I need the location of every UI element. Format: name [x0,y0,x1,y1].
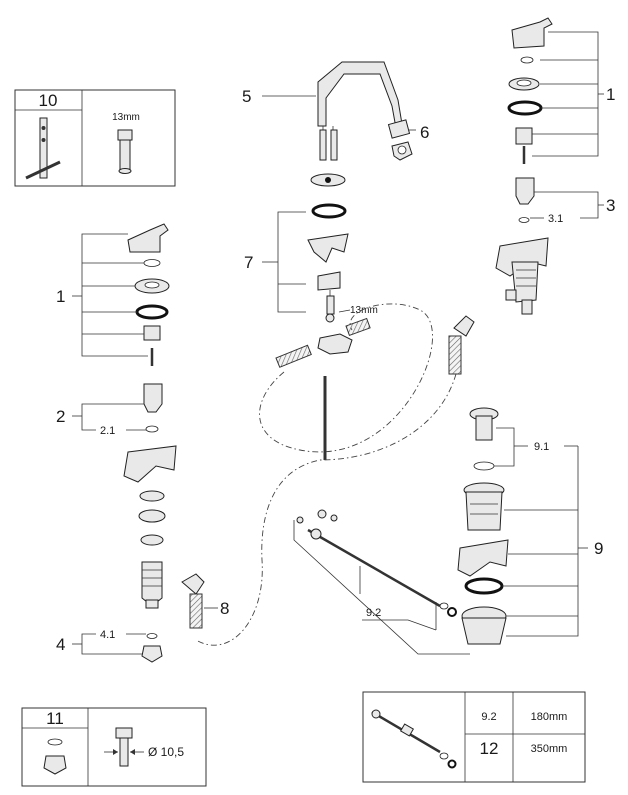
right-small-washer [520,56,534,64]
box-11-nut: 11 Ø 10,5 [21,707,207,787]
socket-wrench-icon [117,129,133,174]
drain-gasket [457,539,509,577]
left-nut [143,325,161,341]
right-valve-body [511,261,539,303]
spout-gasket [307,233,349,263]
leader-lines [72,31,604,655]
wrench-size-label: 13mm [350,305,378,316]
box-12-row1-length: 180mm [531,711,568,723]
box-11-number: 11 [46,709,64,728]
drain-body [465,491,503,531]
callout-2-1: 2.1 [100,425,115,437]
spout-body [317,61,403,129]
pipe-diameter-icon [104,727,144,767]
box-12-row2-length: 350mm [531,743,568,755]
box-12-frame [362,691,586,783]
box-10-number: 10 [39,91,58,110]
left-valve-body [141,561,163,607]
callout-7: 7 [244,253,253,272]
callout-3: 3 [606,196,615,215]
spout-o-ring [311,203,347,219]
callout-labels: 5 6 7 1 3 3.1 1 2 2.1 4 4.1 8 9.1 9 9.2 [56,85,615,654]
right-o-ring [507,100,543,116]
callout-3-1: 3.1 [548,213,563,225]
right-cartridge [515,177,535,205]
spout-clamp [317,271,341,291]
popup-rod-icon [371,709,457,769]
box-12-rod: 9.2 180mm 12 350mm [362,691,586,783]
callout-4-1: 4.1 [100,629,115,641]
left-supply-hose [189,593,203,629]
right-hose-elbow [453,315,475,337]
box-11-diameter-label: Ø 10,5 [148,745,184,759]
left-washer-a [139,490,165,502]
callout-9: 9 [594,539,603,558]
left-cartridge [143,383,163,413]
left-washer-b [138,509,166,523]
tee-hose-left [275,344,312,368]
right-cartridge-ring [518,217,530,223]
callout-4: 4 [56,635,65,654]
left-o-ring [135,304,169,320]
left-cartridge-ring [145,425,159,433]
right-lever-handle [511,17,553,49]
spout-assembly: 13mm [275,61,403,460]
callout-9-1: 9.1 [534,441,549,453]
box-10-wrench: 10 13mm [14,89,176,187]
left-hose-elbow [181,573,205,595]
callout-1-left: 1 [56,287,65,306]
left-handle-assembly [123,223,205,663]
box-12-row1-code: 9.2 [481,711,496,723]
callout-9-2: 9.2 [366,607,381,619]
callout-8: 8 [220,599,229,618]
tee-hose-right [345,317,371,337]
left-small-washer [143,259,161,267]
left-small-ring [146,633,158,639]
hose-path-lower [195,373,457,646]
box-12-row2-code: 12 [480,739,499,758]
callout-1-right: 1 [606,85,615,104]
right-supply-hose [448,335,462,375]
right-nut [515,127,533,145]
left-gasket [123,445,177,483]
left-bottom-nut [141,645,163,663]
wrench-key-icon [25,117,61,180]
compression-nut-icon [43,738,67,775]
drain-stopper-stem [475,415,493,441]
left-lever-handle [127,223,169,253]
popup-drain-assembly [296,407,509,645]
left-washer-c [140,534,164,546]
drain-o-ring [464,577,504,595]
tee-connector [317,333,353,355]
box-10-size-label: 13mm [112,112,140,123]
drain-stopper-ring [473,461,495,471]
right-handle-assembly [448,17,553,375]
hose-path-upper [259,303,433,453]
aerator-parts [387,119,413,161]
drain-tailpiece [461,617,507,645]
callout-2: 2 [56,407,65,426]
callout-5: 5 [242,87,251,106]
popup-rod [307,528,441,608]
callout-6: 6 [420,123,429,142]
